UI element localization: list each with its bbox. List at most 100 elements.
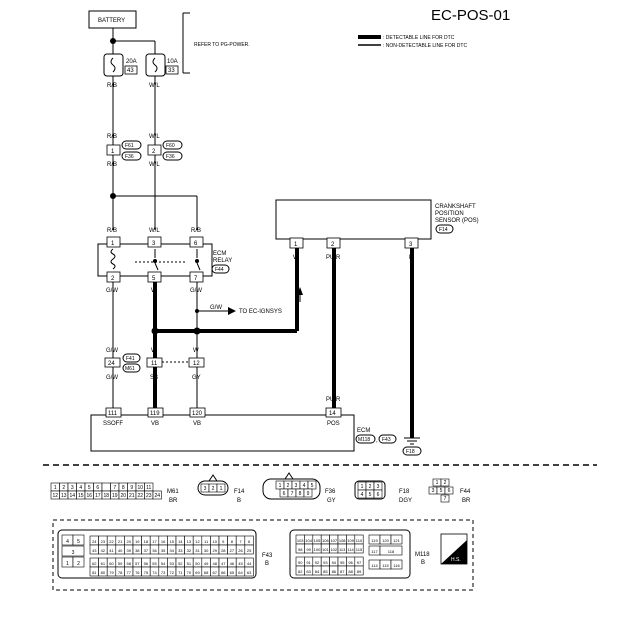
pin-number: 95 — [340, 560, 345, 565]
ecm-conn-m118: M118 — [358, 437, 370, 443]
pin-number: 52 — [178, 561, 183, 566]
pin-number: 15 — [169, 539, 174, 544]
pin-number: 24 — [154, 493, 160, 499]
pin-cell — [379, 545, 403, 556]
pin-number: 54 — [161, 561, 166, 566]
pin-number: 88 — [348, 569, 353, 574]
refer-note: REFER TO PG-POWER. — [194, 42, 250, 48]
pin-cell — [72, 534, 85, 546]
pin-label: 11 — [151, 361, 158, 367]
connector-f14: F14 — [439, 227, 448, 233]
pin-number: 100 — [314, 547, 321, 552]
pin-number: 19 — [135, 539, 140, 544]
pin-number: 1 — [220, 486, 223, 492]
pin-number: 18 — [144, 539, 149, 544]
pin-number: 44 — [247, 561, 252, 566]
pin-number: 60 — [109, 561, 114, 566]
pin-number: 5 — [369, 492, 372, 498]
pin-number: 113 — [339, 547, 346, 552]
pin-cell — [216, 483, 226, 493]
pin-cell — [244, 566, 254, 577]
pin-number: 41 — [109, 548, 114, 553]
pin-number: 35 — [161, 548, 166, 553]
pin-cell — [444, 486, 454, 495]
pin-number: 17 — [95, 493, 101, 499]
pin-number: 65 — [230, 570, 235, 575]
pin-number: 14 — [69, 493, 75, 499]
pin-number: 8 — [299, 491, 302, 497]
pin-number: 89 — [357, 569, 362, 574]
wire-gy: GY — [192, 375, 201, 381]
fuse-20a-number: 43 — [127, 68, 134, 74]
pin-number: 20 — [126, 539, 131, 544]
pin-number: 109 — [347, 538, 354, 543]
pin-number: 58 — [126, 561, 131, 566]
pin-label: 120 — [192, 411, 203, 417]
pin-number: 23 — [101, 539, 106, 544]
fuse-10a-number: 33 — [168, 68, 175, 74]
pin-number: 110 — [356, 538, 363, 543]
hs-triangle-icon — [441, 540, 467, 564]
pin-number: 107 — [330, 538, 337, 543]
f43-code: F43 — [262, 553, 273, 559]
pin-number: 4 — [66, 539, 69, 545]
pin-number: 105 — [314, 538, 321, 543]
sensor-label-1: CRANKSHAFT — [435, 204, 476, 210]
pin-number: 13 — [187, 539, 192, 544]
pin-label: 3 — [152, 241, 156, 247]
pin-number: 38 — [135, 548, 140, 553]
pin-number: 23 — [146, 493, 152, 499]
pin-number: 9 — [222, 539, 225, 544]
pin-label: 1 — [294, 242, 298, 248]
pin-cell — [244, 544, 254, 555]
pin-label: 6 — [194, 241, 198, 247]
sensor-label-2: POSITION — [435, 211, 464, 217]
pin-number: 10 — [212, 539, 217, 544]
pin-number: 6 — [283, 491, 286, 497]
pin-number: 98 — [298, 547, 303, 552]
pin-number: 2 — [62, 485, 65, 491]
f36-color: GY — [327, 498, 336, 504]
pin-number: 78 — [118, 570, 123, 575]
pin-number: 94 — [332, 560, 337, 565]
pin-number: 40 — [118, 548, 123, 553]
pin-number: 1 — [279, 483, 282, 489]
pin-number: 12 — [52, 493, 58, 499]
pin-number: 55 — [152, 561, 157, 566]
pin-label: 119 — [150, 411, 160, 417]
pin-number: 46 — [230, 561, 235, 566]
pin-cell — [373, 489, 383, 499]
pin-number: 3 — [432, 488, 435, 494]
f18-code: F18 — [399, 489, 410, 495]
pin-number: 11 — [146, 485, 151, 491]
pin-number: 20 — [120, 493, 126, 499]
pin-number: 7 — [239, 539, 242, 544]
wire-gw-2: G/W — [190, 288, 202, 294]
pin-number: 4 — [303, 483, 306, 489]
pin-number: 87 — [340, 569, 345, 574]
pin-number: 81 — [92, 570, 97, 575]
pin-number: 12 — [195, 539, 200, 544]
f44-code: F44 — [460, 489, 471, 495]
pin-number: 63 — [247, 570, 252, 575]
wire-w-3: W — [193, 348, 199, 354]
pin-number: 76 — [135, 570, 140, 575]
pin-number: 93 — [323, 560, 328, 565]
ecm-conn-sep: , — [376, 438, 378, 444]
pin-number: 70 — [187, 570, 192, 575]
pin-label: 2 — [111, 276, 115, 282]
wire-rb-3: R/B — [107, 162, 117, 168]
arrow-up-icon — [297, 287, 303, 295]
pin-label: 12 — [193, 361, 200, 367]
f14-code: F14 — [234, 489, 245, 495]
pin-number: 10 — [137, 485, 143, 491]
pin-number: 74 — [152, 570, 157, 575]
ecm-ssoff: SSOFF — [103, 421, 123, 427]
pin-cell — [390, 534, 403, 545]
pin-number: 37 — [144, 548, 149, 553]
pin-number: 49 — [204, 561, 209, 566]
pin-number: 101 — [322, 547, 329, 552]
